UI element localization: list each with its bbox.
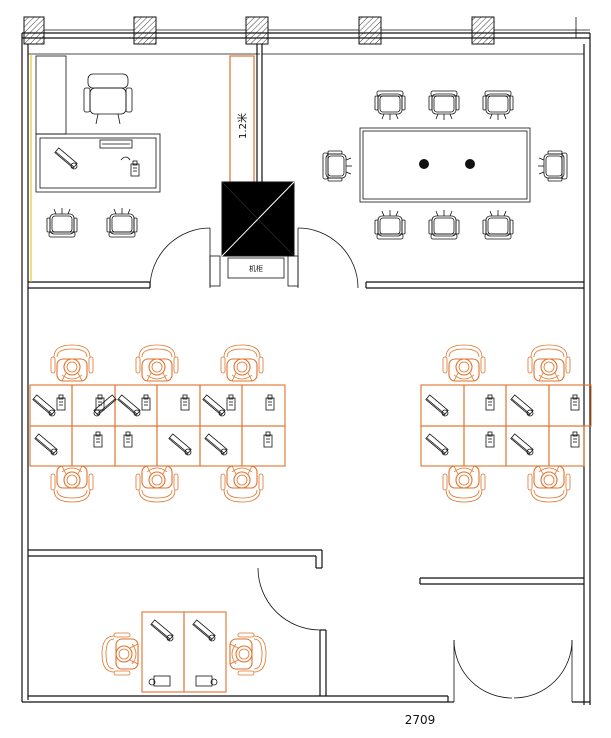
- workstation-cluster-left: [29, 344, 286, 503]
- lower-room: [28, 549, 327, 696]
- workstation-cluster-right: [420, 344, 592, 503]
- outer-walls: [21, 32, 591, 705]
- dimension-label: 2709: [405, 713, 436, 727]
- partition-cabinet: 1.2米 机柜: [209, 44, 299, 287]
- width-label: 1.2米: [236, 113, 249, 139]
- window-columns: [23, 16, 590, 45]
- main-entrance: [419, 577, 590, 703]
- conference-room: [262, 53, 584, 289]
- cabinet-label: 机柜: [249, 264, 263, 273]
- manager-office: [28, 53, 260, 289]
